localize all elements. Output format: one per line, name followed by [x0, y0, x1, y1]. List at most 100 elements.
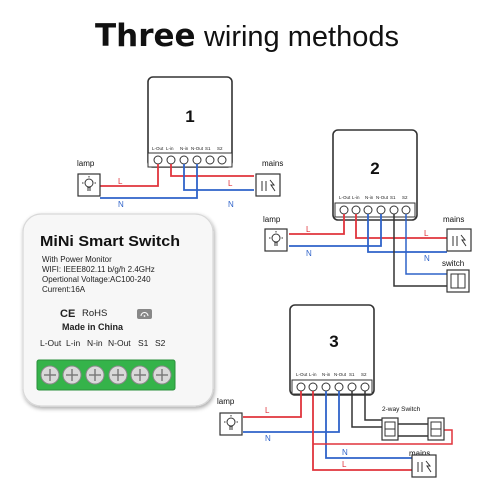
terminal-label: S1	[138, 338, 149, 348]
spec-line: WIFI: IEEE802.11 b/g/h 2.4GHz	[42, 265, 155, 274]
terminal-screw	[360, 382, 370, 392]
terminal-label: S2	[155, 338, 166, 348]
terminal-label: S1	[205, 146, 211, 151]
line-label: L	[306, 225, 311, 234]
diagram-3: 3 L-Out L-in N-in N-Out S1 S2 L N L	[217, 304, 453, 478]
terminal-label: L-Out	[339, 195, 351, 200]
line-label: L	[228, 179, 233, 188]
spec-line: With Power Monitor	[42, 255, 112, 264]
page-title: Three wiring methods	[0, 18, 494, 54]
line-label: L	[424, 229, 429, 238]
lamp-icon	[224, 415, 238, 430]
neutral-wire	[325, 391, 412, 459]
terminal-label: L-Out	[152, 146, 164, 151]
switch-label: 2-way Switch	[382, 406, 421, 413]
lamp-label: lamp	[263, 215, 281, 224]
diagram-2: 2 L-Out L-in N-in N-Out S1 S2 L N L N la…	[263, 129, 472, 293]
terminal-screw	[308, 382, 318, 392]
terminal-label: N-Out	[108, 338, 131, 348]
screw-slots	[44, 369, 168, 381]
mains-box	[255, 173, 281, 197]
ce-mark: CE	[60, 308, 75, 320]
lamp-box	[77, 173, 101, 197]
product-label: MiNi Smart Switch With Power Monitor WIF…	[40, 234, 180, 348]
lamp-icon	[82, 176, 96, 191]
terminal-screw	[217, 155, 227, 165]
terminal-label: S2	[402, 195, 408, 200]
plug-icon	[261, 179, 276, 192]
module-box	[289, 304, 375, 396]
live-wire	[100, 164, 159, 187]
spec-line: Opertional Voltage:AC100-240	[42, 275, 151, 284]
terminal-screw	[351, 205, 361, 215]
terminal-label: L-Out	[40, 338, 62, 348]
terminal-screw	[376, 205, 386, 215]
terminal-screw	[321, 382, 331, 392]
neutral-wire	[289, 214, 382, 247]
live-wire	[355, 214, 447, 239]
product-device	[22, 213, 214, 407]
product-name: MiNi Smart Switch	[40, 234, 180, 250]
terminal-screw	[363, 205, 373, 215]
neutral-wire	[367, 214, 447, 253]
neutral-label: N	[118, 200, 124, 209]
terminal-label: N-Out	[376, 195, 389, 200]
title-rest: wiring methods	[203, 21, 399, 53]
terminal-label: S2	[217, 146, 223, 151]
switch-wire	[393, 214, 447, 287]
terminal-label: N-in	[180, 146, 189, 151]
plug-icon	[417, 460, 432, 473]
neutral-label: N	[424, 254, 430, 263]
terminal-label: L-in	[352, 195, 360, 200]
lamp-box	[219, 412, 243, 436]
neutral-wire	[183, 164, 254, 191]
terminal-label: S1	[390, 195, 396, 200]
mains-box	[446, 228, 472, 252]
neutral-label: N	[306, 249, 312, 258]
live-wire	[170, 164, 254, 177]
diagram-number: 1	[185, 107, 194, 126]
terminal-screw	[347, 382, 357, 392]
lamp-box	[264, 228, 288, 252]
switch-wire	[364, 391, 383, 421]
terminal-screw	[205, 155, 215, 165]
spec-line: Current:16A	[42, 285, 86, 294]
neutral-label: N	[342, 448, 348, 457]
terminal-screw	[179, 155, 189, 165]
live-wire	[312, 391, 412, 471]
line-label: L	[265, 406, 270, 415]
terminal-label: N-Out	[334, 372, 347, 377]
diagram-number: 2	[370, 159, 379, 178]
neutral-label: N	[228, 200, 234, 209]
terminal-label: N-Out	[191, 146, 204, 151]
terminal-screw	[389, 205, 399, 215]
terminal-label: S2	[361, 372, 367, 377]
line-label: L	[118, 177, 123, 186]
plug-icon	[452, 234, 467, 247]
mains-label: mains	[409, 449, 430, 458]
neutral-wire	[243, 391, 340, 433]
lamp-icon	[269, 231, 283, 246]
switch-wire	[405, 214, 447, 275]
switch-icon	[384, 421, 442, 437]
mains-box	[411, 454, 437, 478]
terminal-label: L-in	[309, 372, 317, 377]
terminal-label: L-Out	[296, 372, 308, 377]
terminal-screw	[153, 155, 163, 165]
device-body	[22, 213, 214, 407]
terminal-label: N-in	[322, 372, 331, 377]
live-wire	[243, 391, 302, 418]
mains-label: mains	[443, 215, 464, 224]
terminal-screw	[401, 205, 411, 215]
live-wire	[289, 214, 345, 235]
module-box	[332, 129, 418, 221]
diagram-number: 3	[329, 332, 338, 351]
diagram-1: 1 L-Out L-in N-in N-Out S1 S2 L N L N la…	[77, 76, 283, 209]
made-in-label: Made in China	[62, 322, 124, 332]
terminal-screw	[296, 382, 306, 392]
terminal-screw	[339, 205, 349, 215]
mains-label: mains	[262, 159, 283, 168]
title-bold: Three	[95, 18, 196, 54]
switch-wire	[351, 391, 383, 428]
